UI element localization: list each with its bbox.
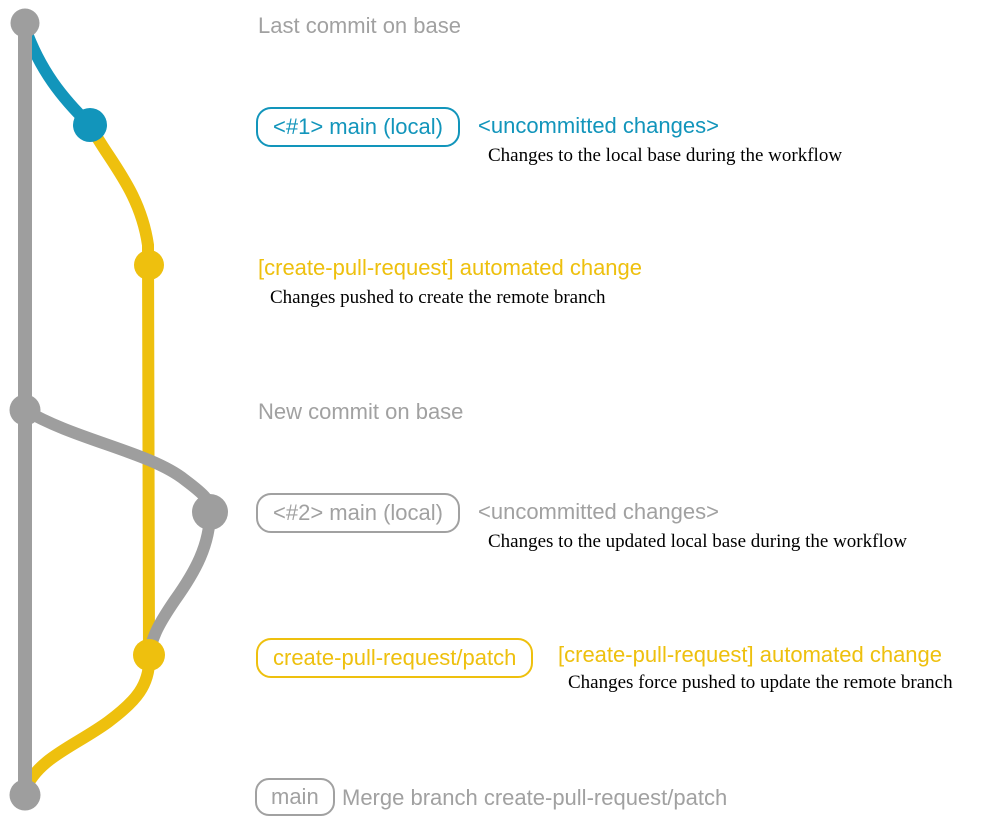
new-commit-label: New commit on base — [258, 399, 464, 424]
commit-node-merge — [9, 779, 41, 811]
uncommitted-changes-title-1: <uncommitted changes> — [478, 113, 719, 138]
commit-node-last-base — [10, 8, 40, 38]
uncommitted-changes-desc-1: Changes to the local base during the wor… — [488, 145, 843, 166]
branch-create-pull-request-line — [84, 119, 155, 661]
automated-change-title-2: [create-pull-request] automated change — [558, 642, 943, 667]
uncommitted-changes-title-2: <uncommitted changes> — [478, 499, 719, 524]
last-commit-label: Last commit on base — [258, 13, 461, 38]
merge-commit-label: Merge branch create-pull-request/patch — [342, 785, 728, 810]
automated-change-desc-1: Changes pushed to create the remote bran… — [270, 287, 606, 308]
branch-badge-main: main — [255, 778, 335, 816]
commit-node-main-local-1 — [73, 108, 107, 142]
branch-merge-curve — [19, 649, 156, 796]
commit-node-automated-1 — [134, 250, 164, 280]
commit-node-new-base — [9, 394, 41, 426]
branch-rebase-curve — [19, 404, 217, 661]
branch-badge-main-local-2: <#2> main (local) — [256, 493, 460, 533]
automated-change-desc-2: Changes force pushed to update the remot… — [568, 672, 953, 693]
branch-uncommitted-curve — [19, 22, 96, 131]
automated-change-title-1: [create-pull-request] automated change — [258, 255, 643, 280]
commit-node-main-local-2 — [192, 494, 228, 530]
uncommitted-changes-desc-2: Changes to the updated local base during… — [488, 531, 907, 552]
branch-badge-create-pull-request-patch: create-pull-request/patch — [256, 638, 534, 678]
commit-node-automated-2 — [133, 639, 165, 671]
branch-badge-main-local-1: <#1> main (local) — [256, 107, 460, 147]
